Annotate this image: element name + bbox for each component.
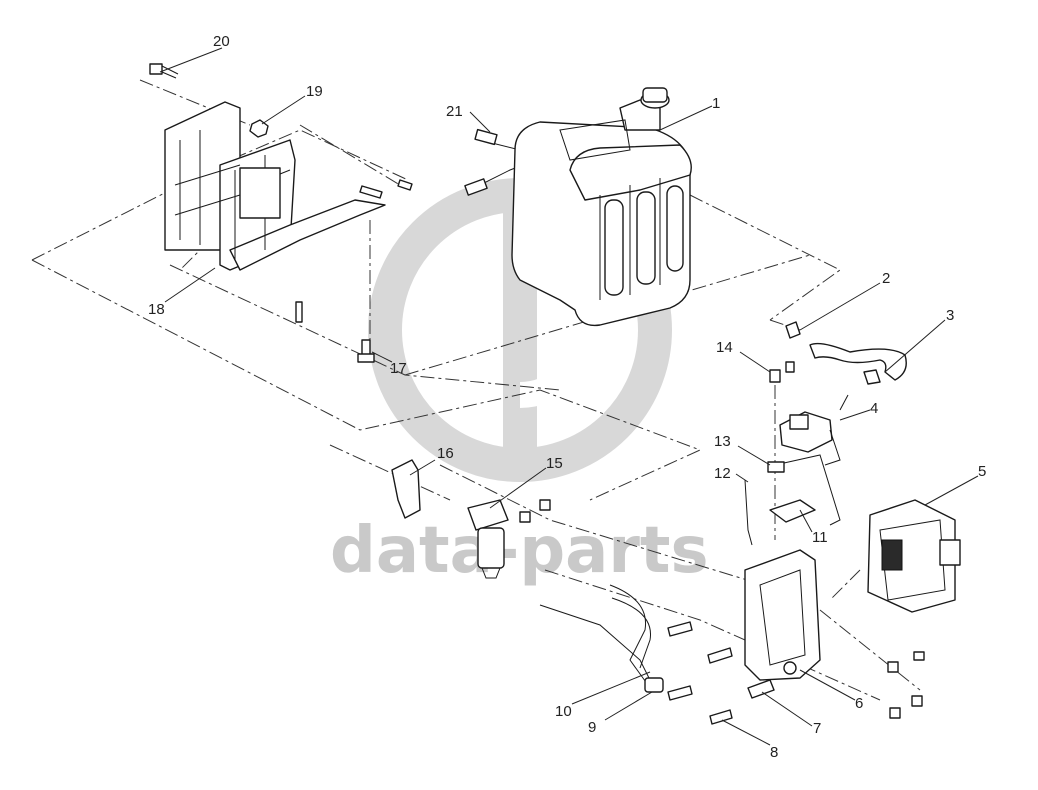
part-bolt-17 — [357, 339, 375, 363]
part-hose-assembly-10 — [539, 584, 652, 686]
part-bolt-20 — [149, 63, 179, 79]
callout-labels: 1 2 3 4 5 6 7 8 9 10 11 12 13 14 15 16 1… — [148, 33, 986, 761]
part-connector-13 — [767, 461, 785, 473]
part-tank-1 — [511, 87, 692, 327]
part-bolt-7 — [747, 679, 775, 699]
callout-12: 12 — [714, 465, 731, 482]
callout-17: 17 — [390, 360, 407, 377]
callout-6: 6 — [855, 695, 863, 712]
part-plate-6 — [744, 549, 821, 681]
part-bolts-small — [519, 499, 925, 719]
part-fitting-9 — [644, 677, 664, 693]
callout-9: 9 — [588, 719, 596, 736]
callout-2: 2 — [882, 270, 890, 287]
part-bolt-14 — [769, 361, 795, 383]
part-nut-19 — [249, 119, 269, 138]
callout-20: 20 — [213, 33, 230, 50]
callout-8: 8 — [770, 744, 778, 761]
part-bolt-8 — [709, 709, 733, 725]
part-frame-bolts — [295, 179, 413, 323]
callout-15: 15 — [546, 455, 563, 472]
part-pump-5 — [867, 499, 961, 613]
callout-3: 3 — [946, 307, 954, 324]
part-bracket-16 — [391, 459, 421, 519]
callout-7: 7 — [813, 720, 821, 737]
callout-19: 19 — [306, 83, 323, 100]
part-filter-15 — [467, 499, 509, 579]
callout-16: 16 — [437, 445, 454, 462]
part-valve-4 — [779, 394, 849, 466]
callout-1: 1 — [712, 95, 720, 112]
callout-5: 5 — [978, 463, 986, 480]
part-bracket-11 — [769, 454, 841, 526]
callout-14: 14 — [716, 339, 733, 356]
callout-13: 13 — [714, 433, 731, 450]
callout-leaders — [159, 47, 979, 746]
part-clamp-2 — [785, 321, 801, 339]
callout-18: 18 — [148, 301, 165, 318]
callout-11: 11 — [812, 529, 828, 546]
watermark-text: data-parts — [330, 514, 709, 588]
part-rod-12 — [744, 479, 753, 546]
callout-21: 21 — [446, 103, 463, 120]
callout-10: 10 — [555, 703, 572, 720]
part-hose-3 — [809, 342, 907, 385]
callout-4: 4 — [870, 400, 878, 417]
part-frame-18 — [164, 101, 386, 271]
